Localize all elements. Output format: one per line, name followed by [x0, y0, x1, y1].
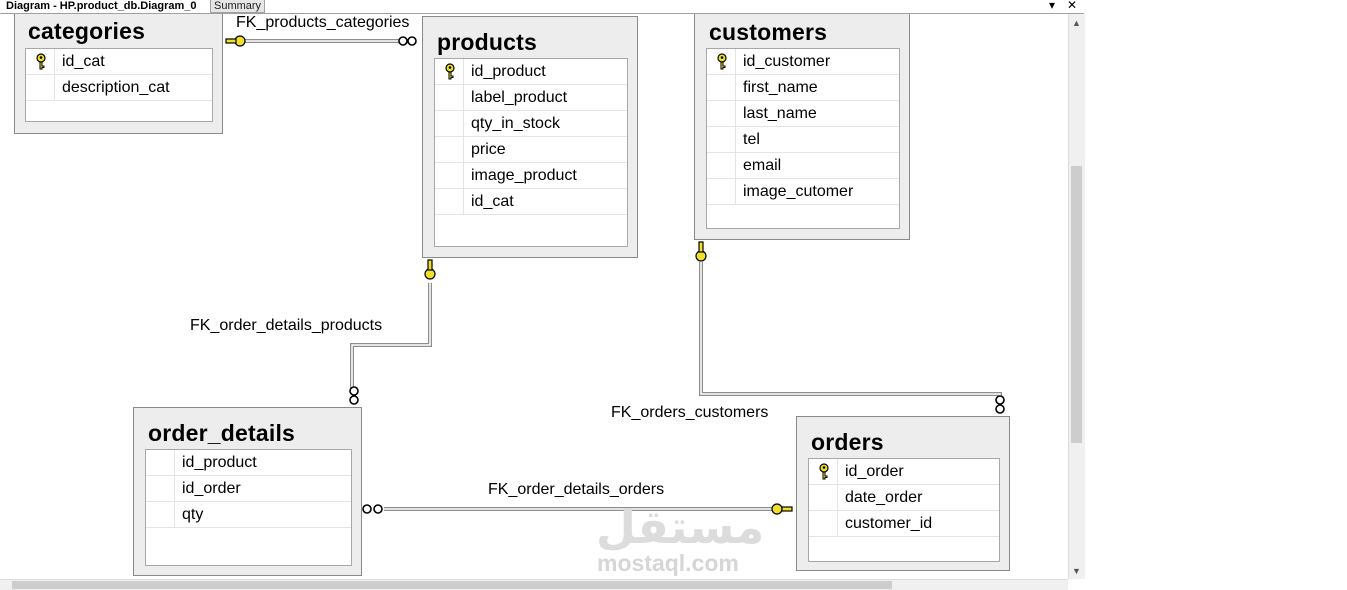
tab-summary[interactable]: Summary — [210, 0, 266, 13]
table-title: products — [437, 29, 537, 55]
close-icon[interactable]: ✕ — [1067, 0, 1078, 12]
table-title: orders — [811, 429, 884, 455]
column-name: id_cat — [62, 53, 105, 70]
column-name: last_name — [743, 105, 817, 122]
connector-order-details-products — [350, 283, 432, 388]
column-row[interactable]: customer_id — [809, 511, 999, 537]
label-fk-order-details-products[interactable]: FK_order_details_products — [190, 317, 383, 334]
table-customers[interactable]: customers id_customer first_name last_na… — [694, 14, 910, 240]
table-orders[interactable]: orders id_order date_order customer_id — [796, 416, 1010, 571]
relationship-lines — [225, 35, 1005, 515]
scroll-up-icon[interactable]: ▲ — [1072, 18, 1081, 28]
column-name: qty_in_stock — [471, 115, 560, 132]
key-icon — [445, 63, 455, 80]
column-name: image_product — [471, 167, 577, 184]
vertical-scroll-thumb[interactable] — [1071, 166, 1082, 443]
column-name: label_product — [471, 89, 568, 106]
dropdown-arrow-icon[interactable]: ▾ — [1049, 0, 1056, 12]
horizontal-scroll-thumb[interactable] — [12, 581, 892, 589]
column-row[interactable]: id_product — [146, 450, 351, 476]
label-fk-orders-customers[interactable]: FK_orders_customers — [611, 404, 769, 421]
diagram-canvas[interactable]: FK_products_categories FK_order_details_… — [0, 14, 1068, 579]
column-row[interactable]: first_name — [707, 75, 899, 101]
table-categories[interactable]: categories id_cat description_cat — [14, 14, 223, 134]
column-row[interactable]: price — [435, 137, 627, 163]
scroll-down-icon[interactable]: ▼ — [1072, 566, 1081, 576]
column-row[interactable]: id_cat — [435, 189, 627, 215]
tab-diagram[interactable]: Diagram - HP.product_db.Diagram_0 — [0, 0, 200, 13]
connector-orders-customers — [699, 262, 1002, 398]
column-row[interactable]: id_order — [146, 476, 351, 502]
table-title: customers — [709, 19, 828, 45]
column-name: id_order — [845, 463, 904, 480]
column-name: image_cutomer — [743, 183, 854, 200]
column-row[interactable]: id_order — [809, 459, 999, 485]
column-name: id_cat — [471, 193, 514, 210]
key-icon — [717, 53, 727, 70]
table-title: order_details — [148, 420, 296, 446]
watermark-logo: مستقل — [596, 500, 765, 554]
table-products[interactable]: products id_product label_product qty_in… — [422, 16, 638, 258]
column-name: id_order — [182, 480, 241, 497]
column-grid: id_cat description_cat — [25, 48, 213, 122]
horizontal-scrollbar[interactable] — [0, 579, 1068, 590]
column-row[interactable]: id_product — [435, 59, 627, 85]
key-icon — [36, 53, 46, 70]
column-name: price — [471, 141, 506, 158]
column-row[interactable]: id_customer — [707, 49, 899, 75]
column-row[interactable]: email — [707, 153, 899, 179]
column-name: id_customer — [743, 53, 831, 70]
column-name: first_name — [743, 79, 818, 96]
column-row[interactable]: id_cat — [26, 49, 212, 75]
column-grid: id_product label_product qty_in_stock pr… — [434, 58, 628, 247]
column-row[interactable]: tel — [707, 127, 899, 153]
column-grid: id_customer first_name last_name tel ema… — [706, 48, 900, 229]
column-row[interactable]: image_cutomer — [707, 179, 899, 205]
column-row[interactable]: qty — [146, 502, 351, 528]
table-order-details[interactable]: order_details id_product id_order qty — [133, 407, 362, 576]
column-grid: id_product id_order qty — [145, 449, 352, 566]
column-row[interactable]: label_product — [435, 85, 627, 111]
column-name: tel — [743, 131, 760, 148]
column-name: customer_id — [845, 515, 933, 532]
column-name: email — [743, 157, 782, 174]
label-fk-products-categories[interactable]: FK_products_categories — [236, 14, 410, 31]
tab-strip: Diagram - HP.product_db.Diagram_0 Summar… — [0, 0, 1084, 14]
column-row[interactable]: date_order — [809, 485, 999, 511]
column-row[interactable]: last_name — [707, 101, 899, 127]
column-row[interactable]: image_product — [435, 163, 627, 189]
watermark-site: mostaql.com — [597, 550, 739, 576]
key-end-icon — [225, 35, 793, 515]
column-row[interactable]: qty_in_stock — [435, 111, 627, 137]
vertical-scrollbar[interactable]: ▲ ▼ — [1068, 14, 1085, 579]
table-title: categories — [28, 18, 146, 44]
column-name: id_product — [471, 63, 546, 80]
column-grid: id_order date_order customer_id — [808, 458, 1000, 562]
column-row[interactable]: description_cat — [26, 75, 212, 101]
infinity-end-icon — [349, 36, 1005, 514]
column-name: qty — [182, 506, 204, 523]
column-name: id_product — [182, 454, 257, 471]
label-fk-order-details-orders[interactable]: FK_order_details_orders — [488, 481, 665, 498]
column-name: description_cat — [62, 79, 170, 96]
column-name: date_order — [845, 489, 923, 506]
key-icon — [819, 463, 829, 480]
